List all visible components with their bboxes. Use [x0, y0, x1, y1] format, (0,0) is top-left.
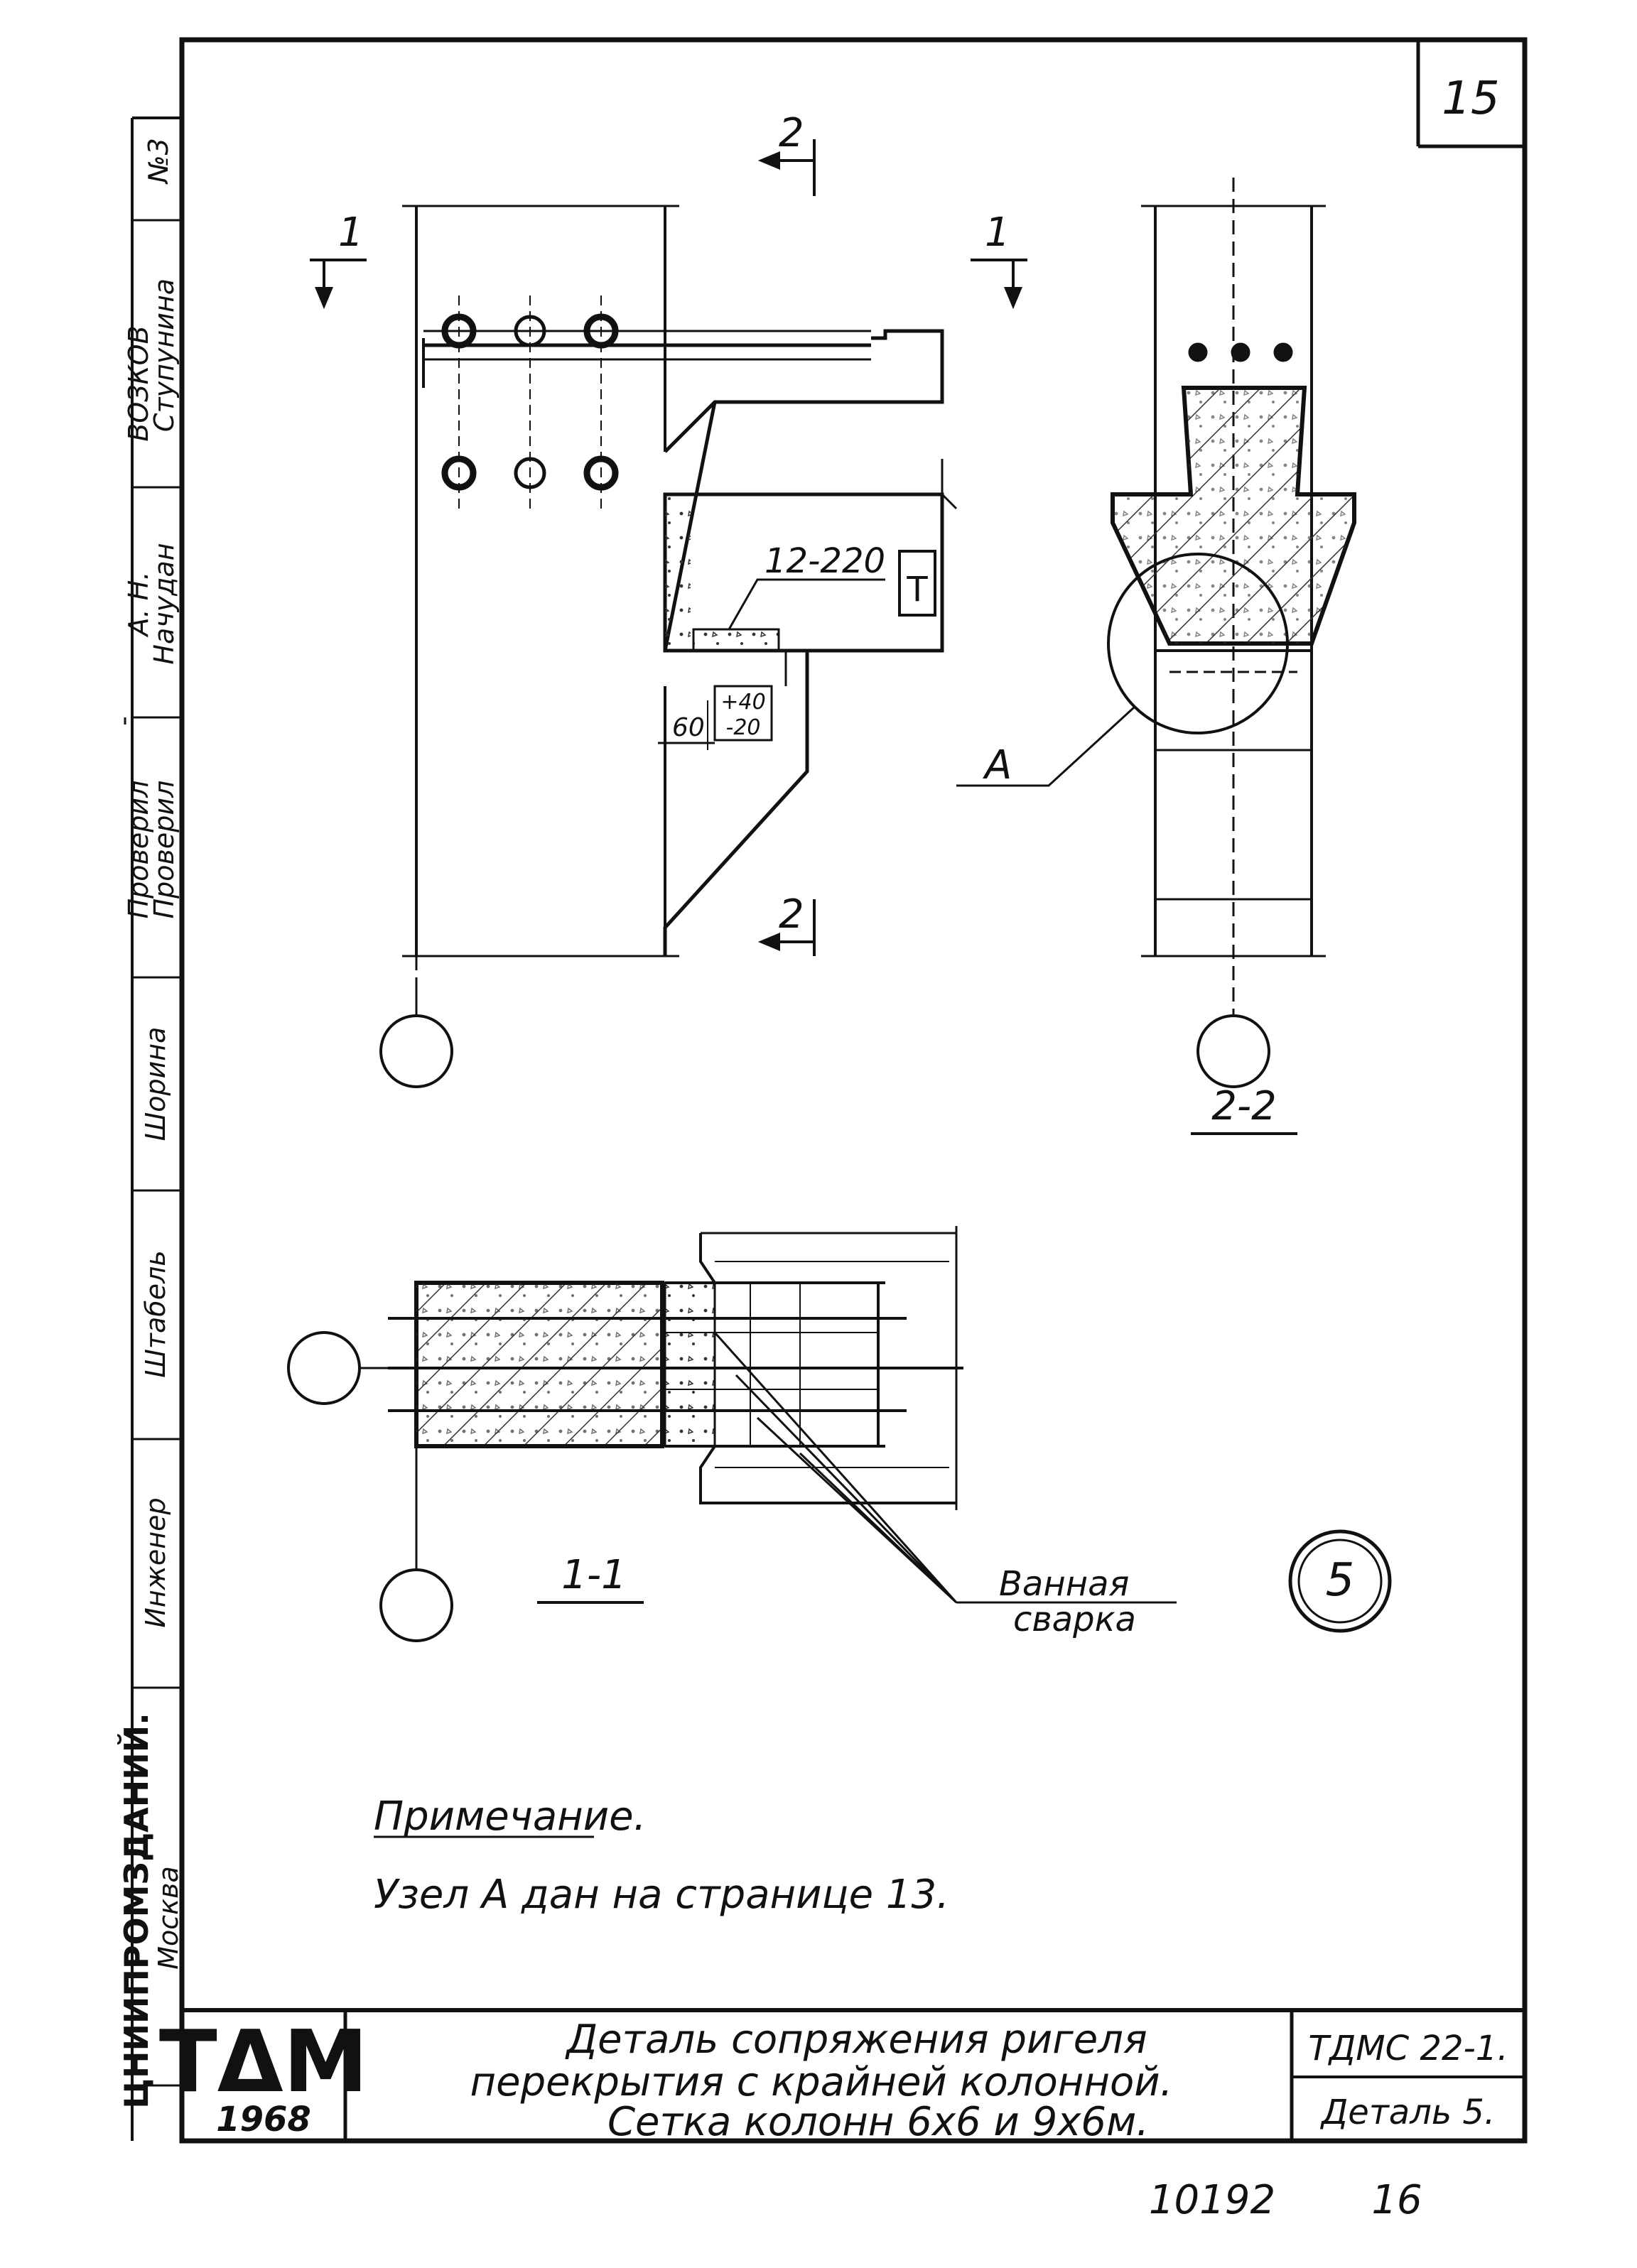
section-2-bottom-marker: 2 [779, 891, 804, 938]
side-stamp [124, 116, 182, 2141]
page-number: 15 [1442, 72, 1499, 125]
stamp-name-1: Ступунина [148, 278, 180, 432]
gap-dim: 60 [672, 713, 705, 742]
stamp-org-name: ЦНИИПРОМЗДАНИЙ. [117, 1713, 156, 2108]
section-2-2-label: 2-2 [1211, 1083, 1276, 1129]
weld-label-line1: Ванная [999, 1564, 1129, 1604]
stamp-head-label: Начудан [148, 543, 180, 664]
note-title: Примечание. [374, 1794, 646, 1840]
title-line-2: перекрытия с крайней колонной. [470, 2059, 1173, 2105]
archive-number: 10192 [1149, 2177, 1275, 2223]
stamp-check-label-1: Проверил [123, 781, 154, 919]
stamp-city: Москва [153, 1866, 184, 1970]
stamp-check-label-2: Проверил [148, 781, 180, 919]
doc-code: ТДМС 22-1. [1308, 2029, 1508, 2068]
stamp-top-label: ВОЗКОВ [123, 325, 154, 441]
rebar-label: 12-220 [765, 541, 885, 581]
node-label: А [983, 742, 1012, 788]
stamp-number-label: №3 [143, 138, 174, 185]
note-text: Узел А дан на странице 13. [374, 1872, 949, 1918]
section-2-top-marker: 2 [779, 110, 804, 156]
detail-number-badge [1288, 1529, 1392, 1633]
front-view-labels: 12-220 T 60 +40 -20 [672, 541, 928, 742]
archive-page: 16 [1371, 2177, 1422, 2223]
section-2-2-view [956, 178, 1356, 1135]
stamp-signature-1: А. Н. [123, 572, 154, 639]
stamp-name-2: Шорина [140, 1027, 171, 1141]
section-1-markers [310, 259, 1027, 310]
embedded-plate-label: T [906, 570, 928, 609]
sheet-frame [179, 37, 1528, 2144]
weld-label-line2: сварка [1013, 1600, 1136, 1639]
detail-number: 5 [1326, 1554, 1355, 1607]
section-1-right-marker: 1 [985, 210, 1010, 256]
tdm-logo: TΔM [159, 2013, 368, 2112]
title-line-1: Деталь сопряжения ригеля [564, 2017, 1147, 2063]
section-1-1-view [287, 1226, 1177, 1642]
tolerance-upper: +40 [720, 690, 765, 715]
anchor-bolts [441, 295, 619, 509]
title-line-3: Сетка колонн 6х6 и 9х6м. [607, 2099, 1149, 2145]
section-2-markers [757, 139, 816, 956]
tdm-year: 1968 [216, 2100, 311, 2139]
tolerance-lower: -20 [726, 715, 761, 740]
stamp-signature-2: Штабель [140, 1250, 171, 1378]
detail-label: Деталь 5. [1320, 2093, 1495, 2132]
stamp-engineer-label: Инженер [140, 1497, 171, 1627]
front-view [379, 205, 958, 1088]
side-stamp-text: №3 ВОЗКОВ Ступунина А. Н. Начудан Провер… [117, 138, 184, 2109]
section-1-1-label: 1-1 [561, 1552, 626, 1598]
section-1-top-marker: 1 [338, 210, 364, 256]
